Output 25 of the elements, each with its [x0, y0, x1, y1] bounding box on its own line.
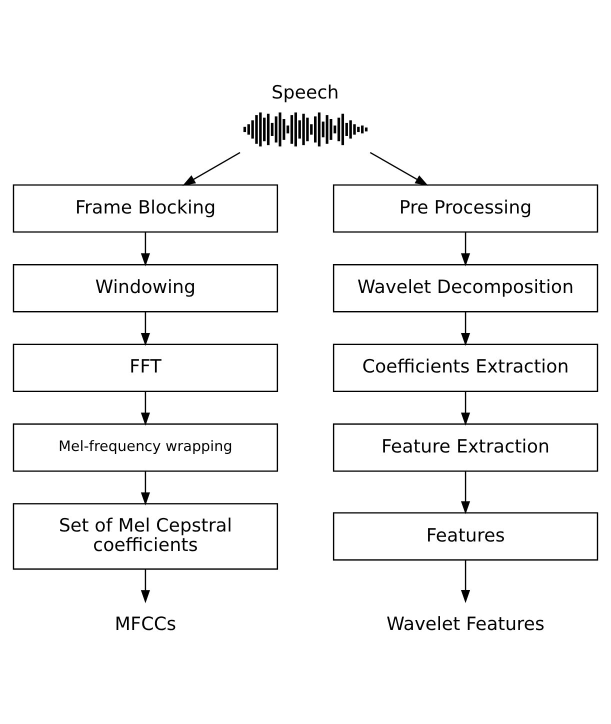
- arrow: [460, 472, 470, 514]
- node-box: Windowing: [12, 264, 278, 312]
- arrow: [460, 391, 470, 426]
- node-box: Coefficients Extraction: [332, 344, 598, 392]
- node-text: Wavelet Features: [386, 614, 545, 636]
- node-text: MFCCs: [114, 614, 176, 636]
- arrow: [140, 472, 150, 506]
- node-box: FFT: [12, 344, 278, 392]
- node-box: Feature Extraction: [332, 423, 598, 472]
- node-box: Set of Mel Cepstral coefficients: [12, 503, 278, 570]
- node-box: Wavelet Decomposition: [332, 264, 598, 312]
- node-label: Speech: [272, 82, 339, 104]
- arrow: [140, 569, 150, 604]
- arrow: [460, 560, 470, 604]
- node-box: Mel-frequency wrapping: [12, 423, 278, 472]
- arrow: [182, 152, 240, 186]
- arrow: [460, 232, 470, 266]
- node-box: Frame Blocking: [12, 184, 278, 233]
- node-box: Features: [332, 512, 598, 561]
- arrow: [140, 232, 150, 266]
- node-box: Pre Processing: [332, 184, 598, 233]
- arrow: [140, 312, 150, 346]
- arrow: [460, 312, 470, 346]
- arrow: [140, 391, 150, 426]
- arrow: [370, 152, 428, 186]
